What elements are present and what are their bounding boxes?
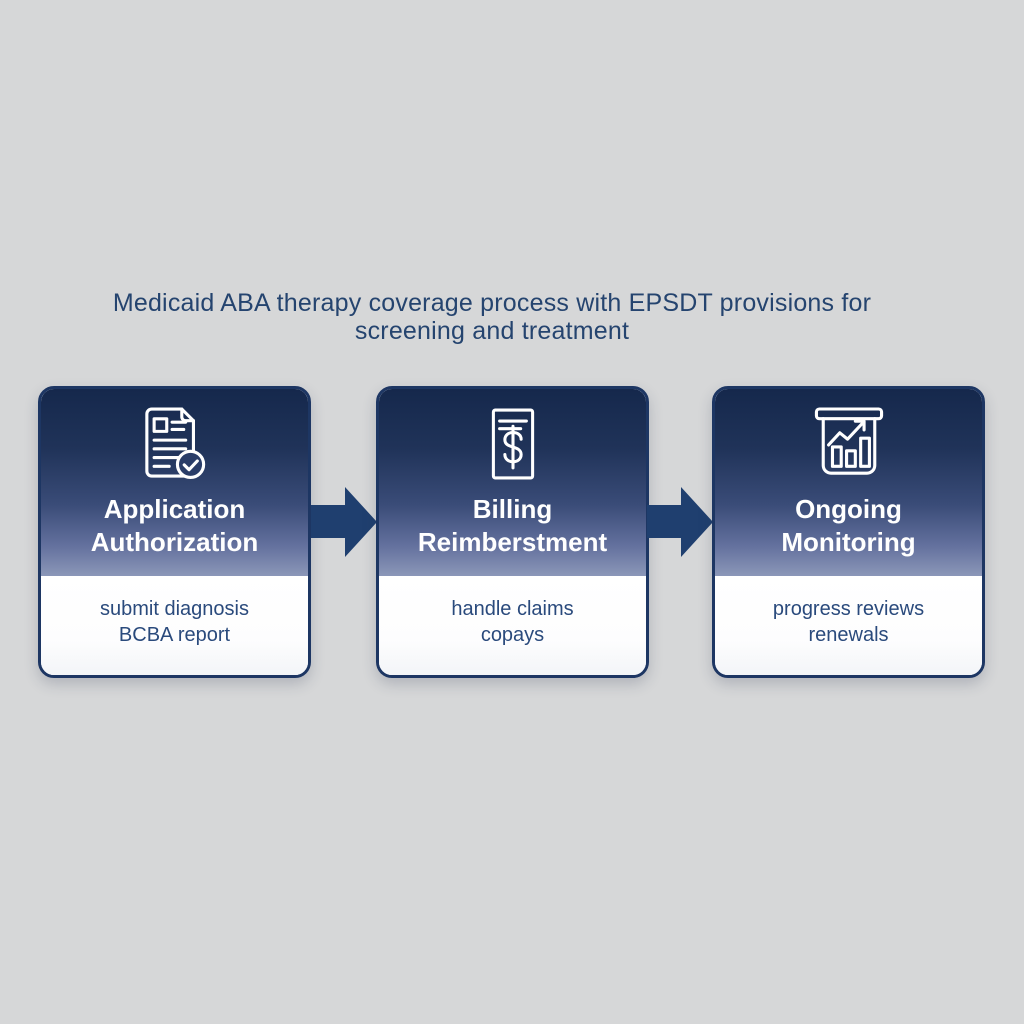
step-title: Ongoing Monitoring: [781, 493, 915, 559]
step-card-header: Billing Reimberstment: [379, 389, 646, 576]
billing-dollar-icon: [491, 408, 534, 480]
step-title: Application Authorization: [91, 493, 259, 559]
diagram-title: Medicaid ABA therapy coverage process wi…: [92, 289, 892, 345]
presentation-chart-icon: [814, 407, 883, 475]
step-details: progress reviews renewals: [715, 576, 982, 675]
step-title-line1: Application: [103, 494, 246, 524]
step-detail-line1: progress reviews: [772, 598, 925, 620]
step-card-application-authorization: Application Authorization submit diagnos…: [38, 386, 311, 678]
flow-arrow-1-icon: [311, 487, 377, 557]
document-check-icon: [144, 407, 205, 480]
diagram-title-line2: screening and treatment: [354, 317, 630, 345]
step-detail-line1: submit diagnosis: [100, 598, 249, 620]
step-title-line2: Monitoring: [781, 527, 916, 557]
step-title-line2: Reimberstment: [417, 527, 608, 557]
step-details: submit diagnosis BCBA report: [41, 576, 308, 675]
step-details: handle claims copays: [379, 576, 646, 675]
flow-arrow-2-icon: [647, 487, 713, 557]
diagram-title-line1: Medicaid ABA therapy coverage process wi…: [112, 289, 872, 317]
step-title-line1: Ongoing: [795, 494, 902, 524]
step-title-line1: Billing: [472, 494, 553, 524]
step-card-header: Application Authorization: [41, 389, 308, 576]
step-detail-line2: copays: [480, 624, 545, 646]
step-card-header: Ongoing Monitoring: [715, 389, 982, 576]
step-detail-line1: handle claims: [451, 598, 574, 620]
step-detail-line2: BCBA report: [118, 624, 231, 646]
step-card-billing-reimbursement: Billing Reimberstment handle claims copa…: [376, 386, 649, 678]
step-title-line2: Authorization: [90, 527, 259, 557]
step-detail-line2: renewals: [808, 624, 889, 646]
step-card-ongoing-monitoring: Ongoing Monitoring progress reviews rene…: [712, 386, 985, 678]
step-title: Billing Reimberstment: [418, 493, 607, 559]
